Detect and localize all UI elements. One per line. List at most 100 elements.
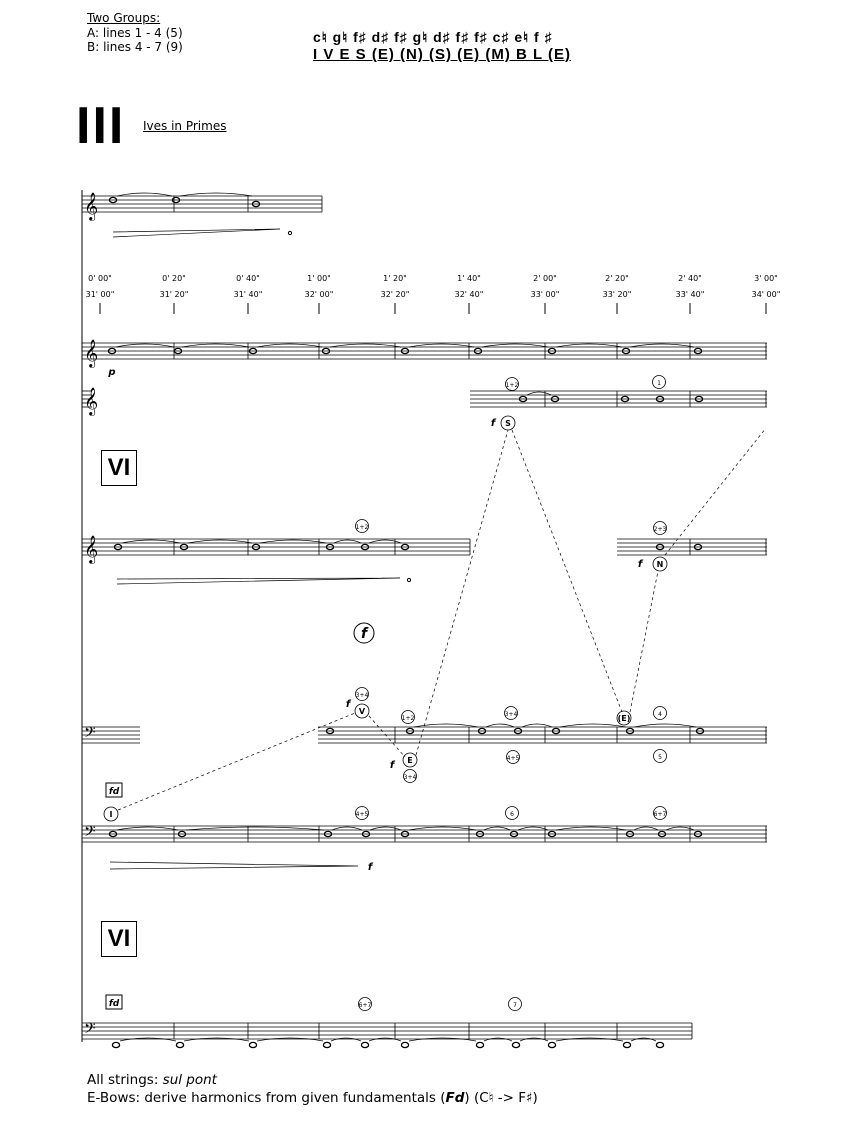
note — [694, 395, 704, 403]
groups-title: Two Groups: — [87, 11, 161, 25]
note — [693, 830, 703, 838]
time-top: 2' 40" — [678, 274, 702, 283]
circled-label — [355, 519, 369, 533]
tie — [259, 539, 327, 544]
fd-label: fd — [109, 787, 120, 797]
note — [361, 830, 371, 838]
note — [620, 395, 630, 403]
tie — [115, 343, 175, 348]
tie — [116, 192, 173, 197]
dashed-path — [415, 429, 509, 756]
footer-text: All strings: — [87, 1072, 163, 1088]
footer-bold: Fd — [445, 1090, 465, 1106]
circled-text: V — [359, 707, 366, 716]
note — [251, 543, 261, 551]
time-bottom: 32' 20" — [381, 290, 410, 299]
tie — [183, 1037, 250, 1042]
circled-text: 2+3 — [654, 526, 667, 533]
tie — [369, 826, 402, 831]
circled-text: E — [407, 756, 412, 765]
note — [475, 830, 485, 838]
note — [693, 347, 703, 355]
tie — [256, 343, 323, 348]
treble-clef: 𝄞 — [84, 535, 98, 564]
circled-text: 3+4 — [505, 711, 518, 718]
vi-box: VI — [101, 921, 137, 957]
time-bottom: 33' 00" — [531, 290, 560, 299]
dynamic-f: f — [390, 760, 396, 771]
tie — [181, 343, 250, 348]
bass-clef: 𝄢 — [84, 1020, 96, 1041]
note — [173, 347, 183, 355]
note — [108, 830, 118, 838]
time-bottom: 34' 00" — [752, 290, 781, 299]
vi-box: VI — [101, 450, 137, 486]
note — [248, 1041, 258, 1049]
note — [551, 727, 561, 735]
note — [475, 1041, 485, 1049]
circled-text: 3+4 — [404, 774, 417, 781]
circled-text: 3+4 — [356, 692, 369, 699]
tie — [368, 539, 402, 544]
note — [175, 1041, 185, 1049]
tie — [555, 1037, 624, 1042]
time-top: 0' 40" — [236, 274, 260, 283]
bass-clef: 𝄢 — [84, 724, 96, 745]
note — [655, 395, 665, 403]
note — [622, 1041, 632, 1049]
footer-ebows: E-Bows: derive harmonics from given fund… — [87, 1090, 538, 1106]
circled-text: (E) — [618, 714, 631, 723]
tie — [519, 1037, 549, 1042]
dashed-path — [511, 429, 623, 713]
tie — [633, 826, 659, 831]
tie — [408, 1037, 477, 1042]
note — [248, 347, 258, 355]
circled-label — [103, 806, 119, 822]
note — [513, 727, 523, 735]
note — [547, 830, 557, 838]
time-top: 0' 20" — [162, 274, 186, 283]
circled-text: 1+2 — [402, 715, 415, 722]
note — [171, 196, 181, 204]
note — [547, 1041, 557, 1049]
tie — [256, 1037, 324, 1042]
dashed-path — [368, 715, 406, 758]
note — [477, 727, 487, 735]
tie — [481, 343, 549, 348]
tie — [517, 826, 549, 831]
note — [511, 1041, 521, 1049]
time-top: 3' 00" — [754, 274, 778, 283]
tie — [408, 826, 477, 831]
circled-label — [505, 806, 519, 820]
note — [400, 830, 410, 838]
dashed-path — [629, 570, 659, 713]
tie — [121, 539, 181, 544]
circled-label — [653, 749, 667, 763]
tie — [185, 826, 325, 831]
tie — [413, 723, 479, 728]
tie — [187, 539, 253, 544]
note — [108, 196, 118, 204]
note — [405, 727, 415, 735]
crescendo — [109, 861, 359, 870]
note — [655, 1041, 665, 1049]
dynamic-f: f — [346, 699, 352, 710]
tie — [629, 343, 695, 348]
note — [325, 727, 335, 735]
dashed-path — [664, 427, 767, 556]
niente — [406, 577, 412, 583]
tie — [521, 723, 553, 728]
group-b: B: lines 4 - 7 (9) — [87, 40, 183, 54]
note — [621, 347, 631, 355]
circled-label — [504, 706, 518, 720]
circled-label — [652, 556, 668, 572]
dynamic-f: f — [638, 559, 644, 570]
note — [655, 543, 665, 551]
time-top: 2' 00" — [533, 274, 557, 283]
time-bottom: 31' 40" — [234, 290, 263, 299]
note — [625, 727, 635, 735]
circled-label — [653, 521, 667, 535]
tie — [630, 1037, 657, 1042]
dynamic-f: f — [368, 862, 374, 873]
